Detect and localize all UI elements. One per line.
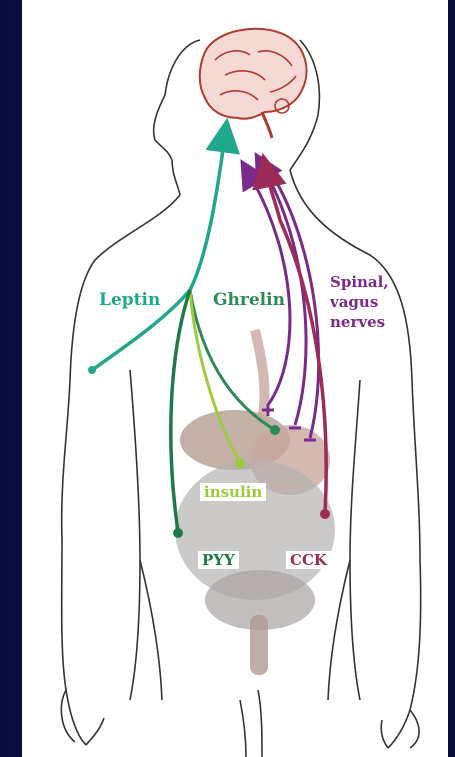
- leptin-label: Leptin: [99, 290, 160, 310]
- nerve-pathway-1: [248, 172, 290, 405]
- digestive-organs: [175, 330, 335, 675]
- insulin-label: insulin: [200, 483, 266, 501]
- leptin-pathway: [92, 135, 225, 370]
- body-outline: [61, 40, 420, 757]
- spinal-label-line1: Spinal,: [330, 272, 389, 292]
- spinal-label-line3: nerves: [330, 312, 389, 332]
- pyy-label: PYY: [198, 551, 239, 569]
- cck-label: CCK: [286, 551, 331, 569]
- spinal-vagus-nerves-label: Spinal, vagus nerves: [330, 272, 389, 332]
- brain-illustration: [200, 29, 307, 138]
- ghrelin-label: Ghrelin: [213, 290, 285, 310]
- spinal-label-line2: vagus: [330, 292, 389, 312]
